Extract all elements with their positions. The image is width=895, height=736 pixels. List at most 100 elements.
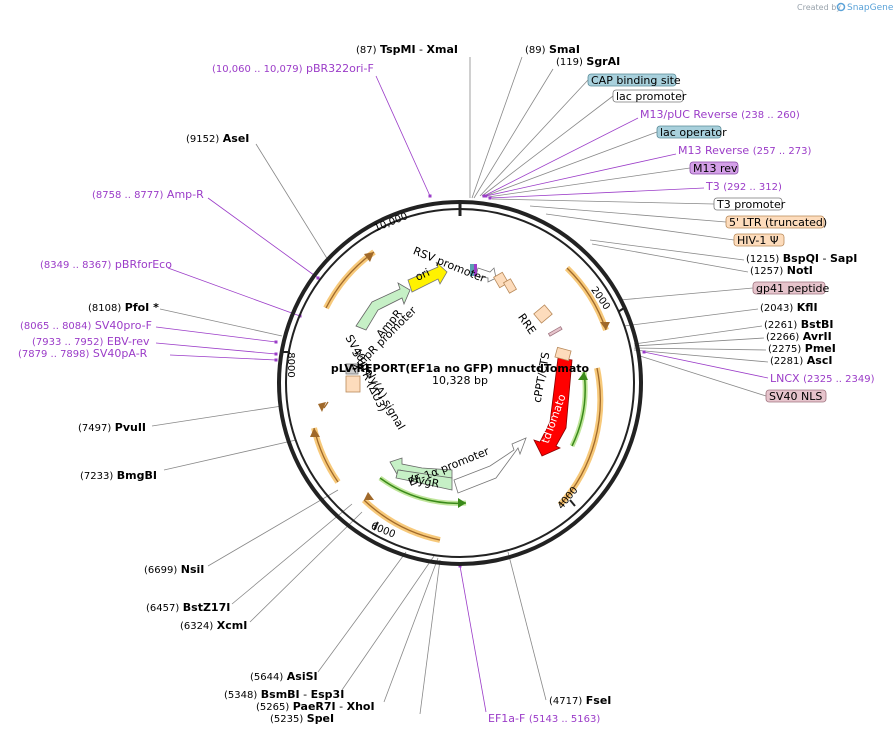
enzyme-name: NotI [787, 264, 813, 277]
enzyme-site[interactable]: (5644) AsiSI [250, 670, 318, 683]
feature-label[interactable]: SV40 NLS [765, 389, 827, 403]
primer-labels: (10,060 .. 10,079) pBR322ori-F (8758 .. 8… [18, 62, 875, 725]
leader-line [633, 347, 767, 351]
m13-mark [474, 264, 477, 276]
leader-line [545, 213, 735, 241]
enzyme-site[interactable]: (1257) NotI [750, 264, 813, 277]
gp41-box [547, 326, 563, 337]
arc-wpre-line [559, 367, 601, 506]
enzyme-name: BmgBI [117, 469, 157, 482]
primer-label: LNCX (2325 .. 2349) [770, 372, 875, 385]
tdtomato-arrow [533, 357, 573, 457]
leader-line [163, 439, 297, 471]
enzyme-label: (6699) NsiI [144, 563, 204, 576]
feature-label[interactable]: lac operator [656, 125, 727, 139]
enzyme-position: (119) [556, 57, 583, 68]
enzyme-site[interactable]: (7233) BmgBI [80, 469, 157, 482]
feature-label[interactable]: T3 promoter [713, 197, 786, 211]
primer[interactable]: M13 Reverse (257 .. 273) [678, 144, 811, 157]
enzyme-name: SmaI [549, 43, 580, 56]
enzyme-label: (5265) PaeR7I - XhoI [256, 700, 375, 713]
plasmid-length: 10,328 bp [432, 374, 488, 387]
enzyme-position: (1215) [746, 254, 779, 265]
enzyme-site[interactable]: (89) SmaI [525, 43, 580, 56]
leader-line [639, 355, 767, 397]
feature-label[interactable]: HIV-1 Ψ [733, 233, 785, 247]
feature-label[interactable]: M13 rev [689, 161, 739, 175]
primer-range: (8349 .. 8367) [40, 260, 112, 271]
enzyme-site[interactable]: (5235) SpeI [270, 712, 334, 725]
enzyme-name-alt: XmaI [427, 43, 458, 56]
primer-mark [274, 358, 278, 362]
primer-range: (257 .. 273) [753, 146, 812, 157]
enzyme-site[interactable]: (119) SgrAI [556, 55, 620, 68]
enzyme-site[interactable]: (6699) NsiI [144, 563, 204, 576]
enzyme-site[interactable]: (2281) AscI [770, 354, 832, 367]
sv40-box [345, 363, 359, 375]
primer-label: EF1a-F (5143 .. 5163) [488, 712, 600, 725]
primer-name: pBRforEco [115, 258, 172, 271]
enzyme-site[interactable]: (9152) AseI [186, 132, 249, 145]
leader-lines [151, 56, 769, 715]
primer[interactable]: (7879 .. 7898) SV40pA-R [18, 347, 148, 360]
primer-mark [428, 194, 432, 198]
primer[interactable]: (8065 .. 8084) SV40pro-F [20, 319, 152, 332]
primer[interactable]: (10,060 .. 10,079) pBR322ori-F [212, 62, 374, 75]
enzyme-position: (2275) [768, 344, 801, 355]
leader-line [591, 243, 749, 273]
cppt-box [554, 346, 572, 362]
feature-label[interactable]: 5' LTR (truncated) [725, 215, 827, 229]
feature-label[interactable]: lac promoter [612, 89, 687, 103]
feature-label-box [612, 89, 684, 103]
enzyme-name: BsmBI [261, 688, 300, 701]
primer-name: Amp-R [167, 188, 204, 201]
primer[interactable]: LNCX (2325 .. 2349) [770, 372, 875, 385]
enzyme-site[interactable]: (4717) FseI [549, 694, 611, 707]
enzyme-site[interactable]: (5348) BsmBI - Esp3I [224, 688, 344, 701]
enzyme-site[interactable]: (8108) PfoI * [88, 301, 159, 314]
enzyme-name: AsiSI [287, 670, 318, 683]
enzyme-site[interactable]: (6457) BstZ17I [146, 601, 230, 614]
enzyme-label: (2275) PmeI [768, 342, 836, 355]
enzyme-site[interactable]: (2043) KflI [760, 301, 818, 314]
backbone [277, 200, 643, 566]
primer[interactable]: T3 (292 .. 312) [705, 180, 782, 193]
leader-line [633, 349, 769, 363]
primer-label: (10,060 .. 10,079) pBR322ori-F [212, 62, 374, 75]
leader-line [529, 205, 727, 223]
primer-name: LNCX [770, 372, 800, 385]
primer-range: (2325 .. 2349) [803, 374, 875, 385]
enzyme-position: (6699) [144, 565, 177, 576]
enzyme-site[interactable]: (7497) PvuII [78, 421, 146, 434]
enzyme-position: (2266) [766, 332, 799, 343]
enzyme-site[interactable]: (2275) PmeI [768, 342, 836, 355]
arrow-feature-label: ori [413, 266, 431, 284]
ltr3-box [345, 375, 361, 393]
primer[interactable]: EF1a-F (5143 .. 5163) [488, 712, 600, 725]
feature-label[interactable]: CAP binding site [587, 73, 681, 87]
enzyme-name: PfoI * [125, 301, 159, 314]
leader-line [249, 511, 363, 623]
enzyme-site[interactable]: (5265) PaeR7I - XhoI [256, 700, 375, 713]
enzyme-site[interactable]: (6324) XcmI [180, 619, 247, 632]
enzyme-site[interactable]: (1215) BspQI - SapI [746, 252, 857, 265]
primer[interactable]: (7933 .. 7952) EBV-rev [32, 335, 150, 348]
enzyme-site[interactable]: (2266) AvrII [766, 330, 832, 343]
feature-label-box [713, 197, 783, 211]
feature-label[interactable]: gp41 peptide [752, 281, 830, 295]
enzyme-site[interactable]: (87) TspMI - XmaI [356, 43, 458, 56]
primer-name: M13 Reverse [678, 144, 749, 157]
enzyme-label: (6324) XcmI [180, 619, 247, 632]
primer[interactable]: M13/pUC Reverse (238 .. 260) [640, 108, 800, 121]
primer-name: T3 [705, 180, 720, 193]
primer[interactable]: (8758 .. 8777) Amp-R [92, 188, 204, 201]
leader-line [484, 131, 658, 197]
enzyme-site[interactable]: (2261) BstBI [764, 318, 833, 331]
primer[interactable]: (8349 .. 8367) pBRforEco [40, 258, 172, 271]
leader-line [159, 308, 283, 337]
credit: Created by SnapGene [797, 2, 894, 13]
enzyme-name: BstZ17I [183, 601, 231, 614]
primer-mark [274, 340, 278, 344]
enzyme-position: (2043) [760, 303, 793, 314]
